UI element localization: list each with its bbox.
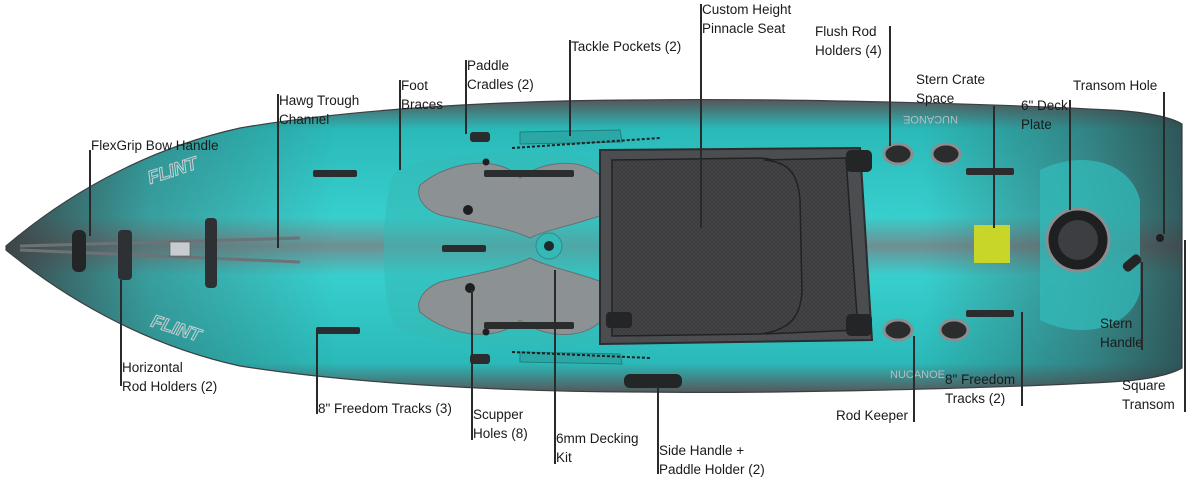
- decking-pad-upper: [418, 162, 603, 239]
- label-rod-keeper: Rod Keeper: [836, 408, 909, 423]
- leader-stern-crate: [993, 106, 995, 228]
- freedom-track: [313, 170, 357, 177]
- freedom-track: [484, 322, 574, 329]
- freedom-track: [966, 168, 1014, 175]
- leader-horizontal-rod-holders: [120, 280, 122, 386]
- leader-foot-braces: [399, 80, 401, 170]
- flush-rod-holder: [930, 142, 962, 166]
- freedom-track: [484, 170, 574, 177]
- leader-freedom-tracks-3: [316, 330, 318, 414]
- leader-pinnacle-seat: [700, 4, 702, 228]
- tackle-pocket: [519, 129, 623, 145]
- bungee-cord: [511, 351, 651, 359]
- leader-square-transom: [1184, 240, 1186, 412]
- stern-handle: [1122, 254, 1142, 272]
- seat-clip: [846, 150, 872, 172]
- leader-bow-handle: [89, 150, 91, 236]
- seat-clip: [606, 312, 632, 328]
- label-freedom-tracks-3: 8" Freedom Tracks (3): [318, 401, 452, 416]
- label-bow-handle: FlexGrip Bow Handle: [91, 138, 219, 153]
- bow-handle: [72, 230, 86, 272]
- tackle-pocket: [519, 351, 623, 365]
- flag-decal: [169, 241, 191, 257]
- deck-center-hole: [544, 241, 554, 251]
- seat-back-mesh: [763, 157, 859, 335]
- leader-decking-kit: [554, 270, 556, 464]
- leader-scupper-holes: [471, 290, 473, 440]
- flush-rod-holder: [882, 318, 914, 342]
- brand-mark: NUCANOE: [890, 369, 945, 381]
- leader-flush-rod-holders: [889, 26, 891, 146]
- scupper-hole: [465, 283, 475, 293]
- brand-mark: NUCANOE: [903, 113, 958, 125]
- decking-pad-lower: [418, 257, 603, 335]
- freedom-track: [442, 245, 486, 252]
- leader-hawg-trough: [277, 94, 279, 248]
- leader-side-handle: [657, 386, 659, 474]
- scupper-hole: [463, 205, 473, 215]
- side-handle: [624, 374, 682, 388]
- transom-hole: [1156, 234, 1164, 242]
- leader-stern-handle: [1141, 262, 1143, 350]
- label-tackle-pockets: Tackle Pockets (2): [571, 39, 682, 54]
- leader-tackle-pockets: [569, 40, 571, 136]
- seat-mesh: [611, 157, 805, 337]
- leader-rod-keeper: [913, 336, 915, 422]
- leader-deck-plate: [1069, 100, 1071, 210]
- horizontal-rod-holder: [205, 218, 217, 288]
- scupper-hole: [482, 158, 490, 166]
- bow-keel-line: [19, 236, 301, 248]
- leader-freedom-tracks-2: [1021, 312, 1023, 406]
- horizontal-rod-holder: [118, 230, 132, 280]
- deck-plate-lid: [1058, 220, 1098, 260]
- paddle-cradle: [470, 354, 490, 364]
- label-side-handle: Side Handle +Paddle Holder (2): [659, 443, 765, 477]
- freedom-track: [966, 310, 1014, 317]
- bow-keel-line: [19, 248, 301, 264]
- leader-transom-hole: [1163, 92, 1165, 234]
- paddle-cradle: [470, 132, 490, 142]
- freedom-track: [316, 327, 360, 334]
- flush-rod-holder: [882, 142, 914, 166]
- seat-clip: [846, 314, 872, 336]
- leader-paddle-cradles: [465, 60, 467, 134]
- flush-rod-holder: [938, 318, 970, 342]
- label-transom-hole: Transom Hole: [1073, 78, 1158, 93]
- stern-crate-sticker: [974, 225, 1010, 263]
- scupper-hole: [482, 328, 490, 336]
